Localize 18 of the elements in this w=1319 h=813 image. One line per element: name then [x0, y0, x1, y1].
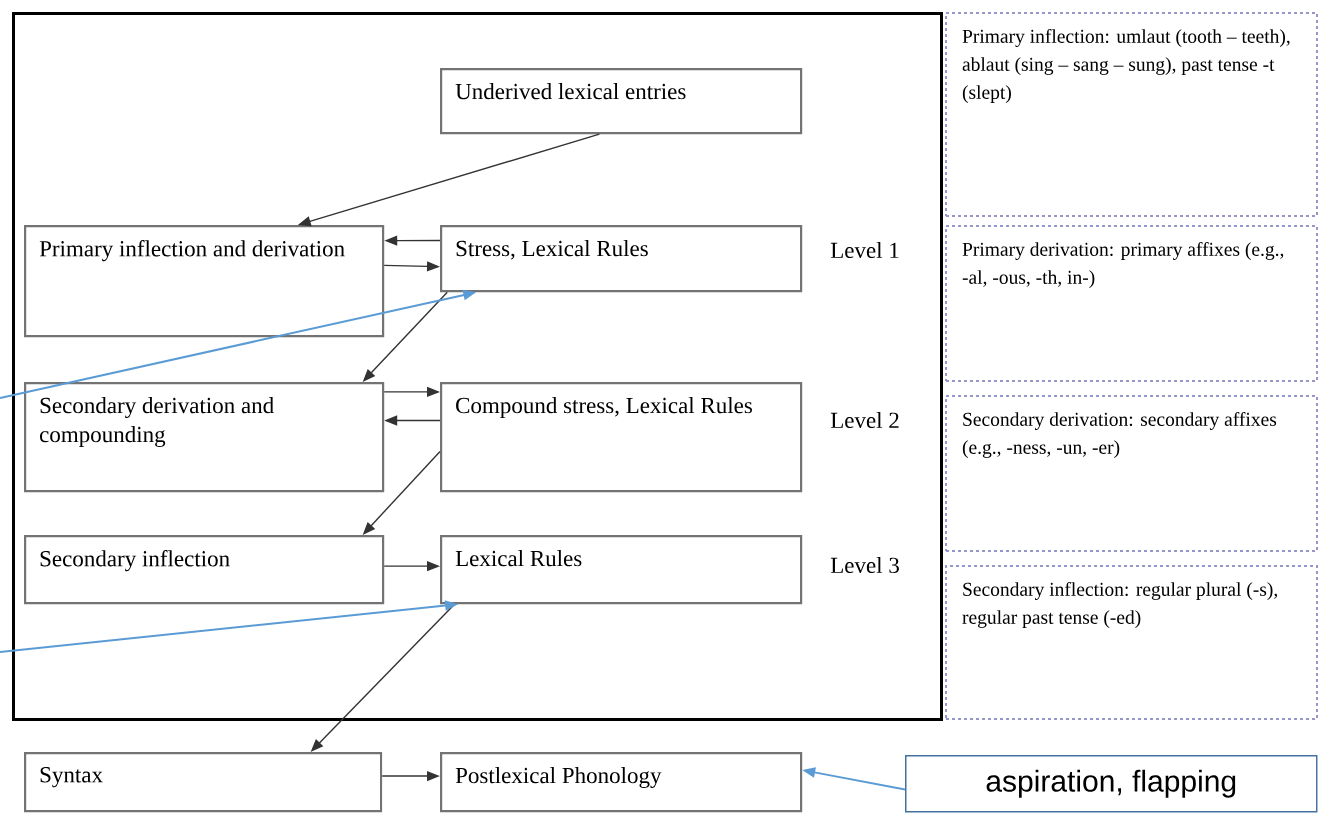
process-box: Underived lexical entries — [440, 68, 803, 135]
callout-box: aspiration, flapping — [905, 755, 1318, 813]
process-box: Syntax — [24, 752, 383, 813]
outer-box — [12, 12, 943, 721]
process-box: Postlexical Phonology — [440, 752, 803, 813]
level-label: Level 2 — [830, 411, 899, 429]
level-label: Level 3 — [830, 556, 899, 574]
process-box: Primary inflection and derivation — [24, 225, 385, 338]
process-box: Stress, Lexical Rules — [440, 225, 803, 293]
note-box: Secondary inflection: regular plural (-s), regular past tense (-ed) — [945, 565, 1318, 720]
process-box: Secondary derivation and compounding — [24, 382, 385, 493]
note-box: Primary inflection: umlaut (tooth – teeth), ablaut (sing – sang – sung), past tense -t (slept) — [945, 12, 1318, 217]
process-box: Compound stress, Lexical Rules — [440, 382, 803, 493]
process-box: Lexical Rules — [440, 535, 803, 605]
level-label: Level 1 — [830, 241, 899, 259]
note-box: Primary derivation: primary affixes (e.g., -al, -ous, -th, in-) — [945, 225, 1318, 382]
note-box: Secondary derivation: secondary affixes (e.g., -ness, -un, -er) — [945, 395, 1318, 552]
process-box: Secondary inflection — [24, 535, 385, 605]
